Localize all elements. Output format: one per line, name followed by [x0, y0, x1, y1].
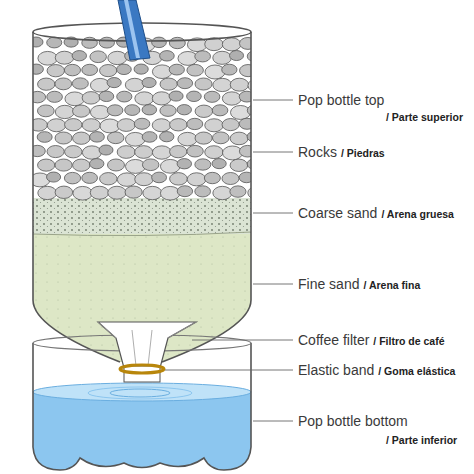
part-name: Pop bottle top	[298, 92, 384, 108]
part-name-spanish: / Piedras	[341, 147, 385, 159]
bottle-top-outline	[33, 32, 251, 362]
part-name-spanish: / Arena fina	[363, 279, 420, 291]
label-row: Elastic band / Goma elástica	[298, 362, 455, 378]
part-name: Fine sand	[298, 276, 359, 292]
part-name-spanish: / Goma elástica	[378, 365, 455, 377]
part-name: Coffee filter	[298, 332, 369, 348]
coarse-sand	[30, 198, 255, 234]
leader-lines	[165, 100, 293, 421]
part-name: Elastic band	[298, 362, 374, 378]
part-name: Rocks	[298, 144, 337, 160]
label-row: Coarse sand / Arena gruesa	[298, 205, 454, 221]
label-row: / Parte superior	[382, 111, 463, 123]
fine-sand	[30, 232, 255, 372]
inlet-tube	[118, 0, 150, 60]
water	[33, 392, 251, 470]
label-row: Fine sand / Arena fina	[298, 276, 420, 292]
part-name-spanish: / Filtro de café	[373, 335, 444, 347]
part-name: Pop bottle bottom	[298, 413, 408, 429]
coffee-filter	[98, 322, 196, 368]
label-row: Rocks / Piedras	[298, 144, 385, 160]
rocks	[29, 37, 268, 200]
label-row: Pop bottle top	[298, 92, 384, 108]
part-name: Coarse sand	[298, 205, 377, 221]
water-surface	[33, 383, 251, 401]
label-row: Pop bottle bottom	[298, 413, 408, 429]
label-row: / Parte inferior	[382, 434, 457, 446]
elastic-band	[120, 365, 164, 373]
part-name-spanish: / Arena gruesa	[381, 208, 454, 220]
label-row: Coffee filter / Filtro de café	[298, 332, 445, 348]
part-name-spanish: / Parte inferior	[386, 434, 457, 446]
part-name-spanish: / Parte superior	[386, 111, 463, 123]
